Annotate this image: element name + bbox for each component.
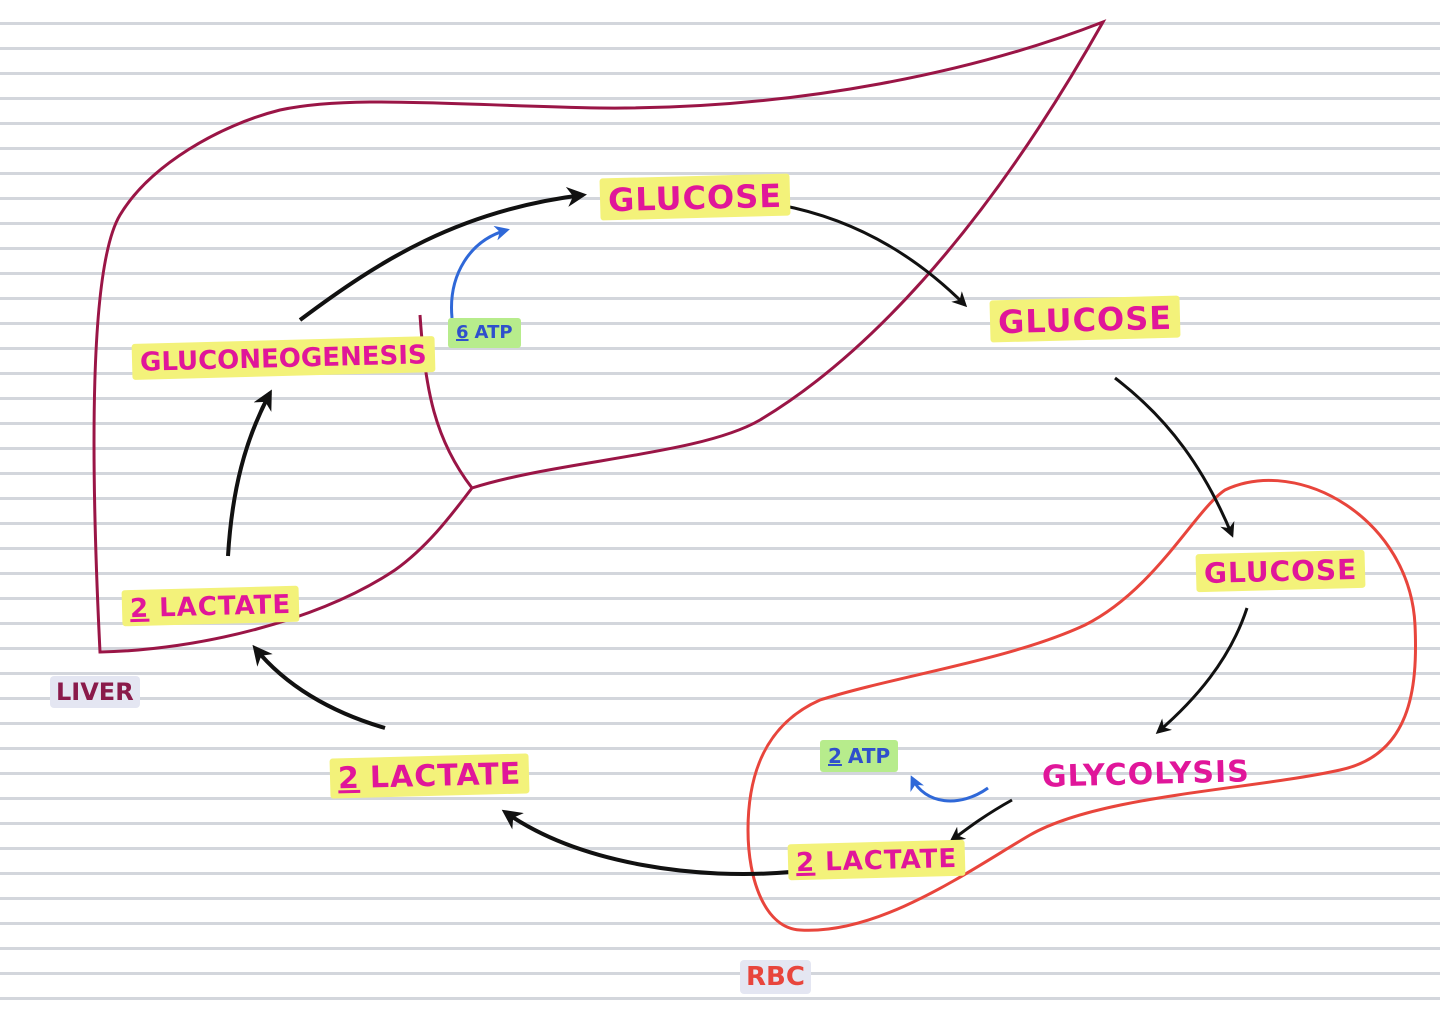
rbc-outline [746,479,1417,932]
liver-outline [92,19,1107,654]
glucose-blood-label: GLUCOSE [989,295,1181,343]
atp-liver-text: ATP [474,322,513,343]
rbc-label: RBC [740,960,811,994]
atp-rbc-text: ATP [847,744,891,768]
glycolysis-text: GLYCOLYSIS [1041,754,1251,795]
glycolysis-label: GLYCOLYSIS [1034,751,1259,797]
arrow-glucose-to-glycolysis [1155,607,1249,734]
arrow-atp-produced [910,775,989,803]
atp-rbc-num: 2 [828,744,842,768]
lactate-blood-text: LACTATE [369,756,522,796]
lactate-liver-coef: 2 [129,593,150,625]
glucose-rbc-label: GLUCOSE [1195,549,1366,593]
lactate-blood-coef: 2 [337,760,361,797]
arrow-blood-lactate-to-liver-lactate [252,644,386,730]
lactate-rbc-coef: 2 [795,847,816,879]
atp-liver-num: 6 [456,322,469,343]
glucose-liver-label: GLUCOSE [599,173,791,221]
arrow-liver-glucose-to-blood-glucose [779,203,968,308]
arrow-blood-glucose-to-rbc-glucose [1114,376,1235,538]
arrow-lactate-to-gluconeogenesis [226,389,272,557]
arrow-atp-consumed [450,225,510,319]
liver-label: LIVER [50,676,140,708]
arrow-glycolysis-to-lactate [949,798,1013,842]
arrow-rbc-lactate-to-blood-lactate [501,809,791,877]
arrow-gluconeogenesis-to-glucose [298,187,587,322]
lactate-rbc-text: LACTATE [824,843,958,878]
lactate-liver-text: LACTATE [158,589,292,624]
